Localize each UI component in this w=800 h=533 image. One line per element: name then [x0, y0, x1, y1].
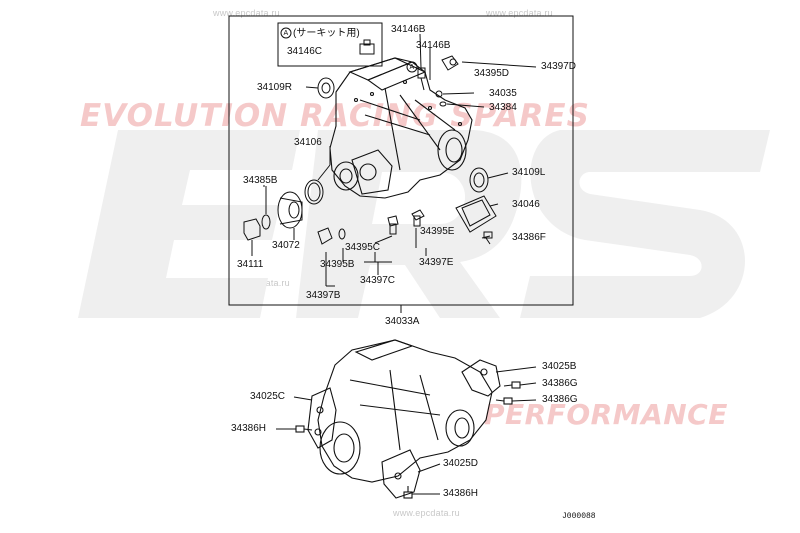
- plug-34395d: [441, 55, 459, 71]
- breather-34146b: [417, 67, 426, 91]
- callout-part-34146c: 34146C: [287, 46, 323, 57]
- plug-34395c: [387, 215, 399, 235]
- label-34035: 34035: [489, 88, 517, 99]
- watermark-site-bottom: www.epcdata.ru: [393, 508, 460, 518]
- label-34146b: 34146B: [416, 40, 451, 51]
- nut-34111: [243, 218, 261, 241]
- label-34046: 34046: [512, 199, 540, 210]
- label-34106: 34106: [294, 137, 322, 148]
- marker-a-label: A: [409, 64, 415, 71]
- label-34397e: 34397E: [419, 257, 454, 268]
- diagram-code: J000088: [562, 512, 596, 521]
- label-34385b: 34385B: [243, 175, 278, 186]
- bolt-34386f: [483, 231, 493, 245]
- o-ring-34106: [304, 179, 324, 205]
- differential-assembled-view: [276, 339, 537, 499]
- label-34025c: 34025C: [250, 391, 286, 402]
- differential-housing-exploded: [329, 57, 473, 199]
- label-34111: 34111: [237, 259, 264, 270]
- marker-a-callout: [280, 27, 292, 39]
- label-34033a: 34033A: [385, 316, 420, 327]
- label-34386f: 34386F: [512, 232, 546, 243]
- washer-34385b: [261, 214, 271, 230]
- label-34397c: 34397C: [360, 275, 396, 286]
- label-34386g-upper: 34386G: [542, 378, 578, 389]
- label-34109l: 34109L: [512, 167, 546, 178]
- label-34397d: 34397D: [541, 61, 577, 72]
- label-34395c: 34395C: [345, 242, 381, 253]
- label-34386h-left: 34386H: [231, 423, 267, 434]
- companion-flange-34072: [277, 191, 303, 229]
- label-34146b-top: 34146B: [391, 24, 426, 35]
- plug-34035: [435, 90, 443, 98]
- breather-34146c: [359, 39, 375, 55]
- gasket-34046: [455, 195, 497, 233]
- label-34072: 34072: [272, 240, 300, 251]
- callout-note: (サーキット用): [293, 28, 360, 39]
- watermark-site-top-left: www.epcdata.ru: [213, 8, 280, 18]
- label-34386g-lower: 34386G: [542, 394, 578, 405]
- label-34109r: 34109R: [257, 82, 293, 93]
- circuit-callout-box: [277, 22, 383, 67]
- plug-34395e: [411, 209, 425, 227]
- plug-34395b: [317, 227, 346, 245]
- label-34384: 34384: [489, 102, 517, 113]
- brand-watermark-line2: PERFORMANCE: [484, 398, 728, 431]
- washer-34384: [439, 101, 447, 107]
- marker-a-housing: [406, 61, 418, 73]
- label-34397b: 34397B: [306, 290, 341, 301]
- brand-watermark-line1: EVOLUTION RACING SPARES: [80, 98, 590, 134]
- label-34025b: 34025B: [542, 361, 577, 372]
- label-34395e: 34395E: [420, 226, 455, 237]
- label-34386h-bottom: 34386H: [443, 488, 479, 499]
- label-34395d: 34395D: [474, 68, 510, 79]
- oil-seal-34109l: [469, 167, 489, 193]
- label-34025d: 34025D: [443, 458, 479, 469]
- oil-seal-34109r: [317, 77, 335, 99]
- label-34395b: 34395B: [320, 259, 355, 270]
- callout-marker-a: A: [283, 30, 289, 37]
- watermark-site-top-right: www.epcdata.ru: [486, 8, 553, 18]
